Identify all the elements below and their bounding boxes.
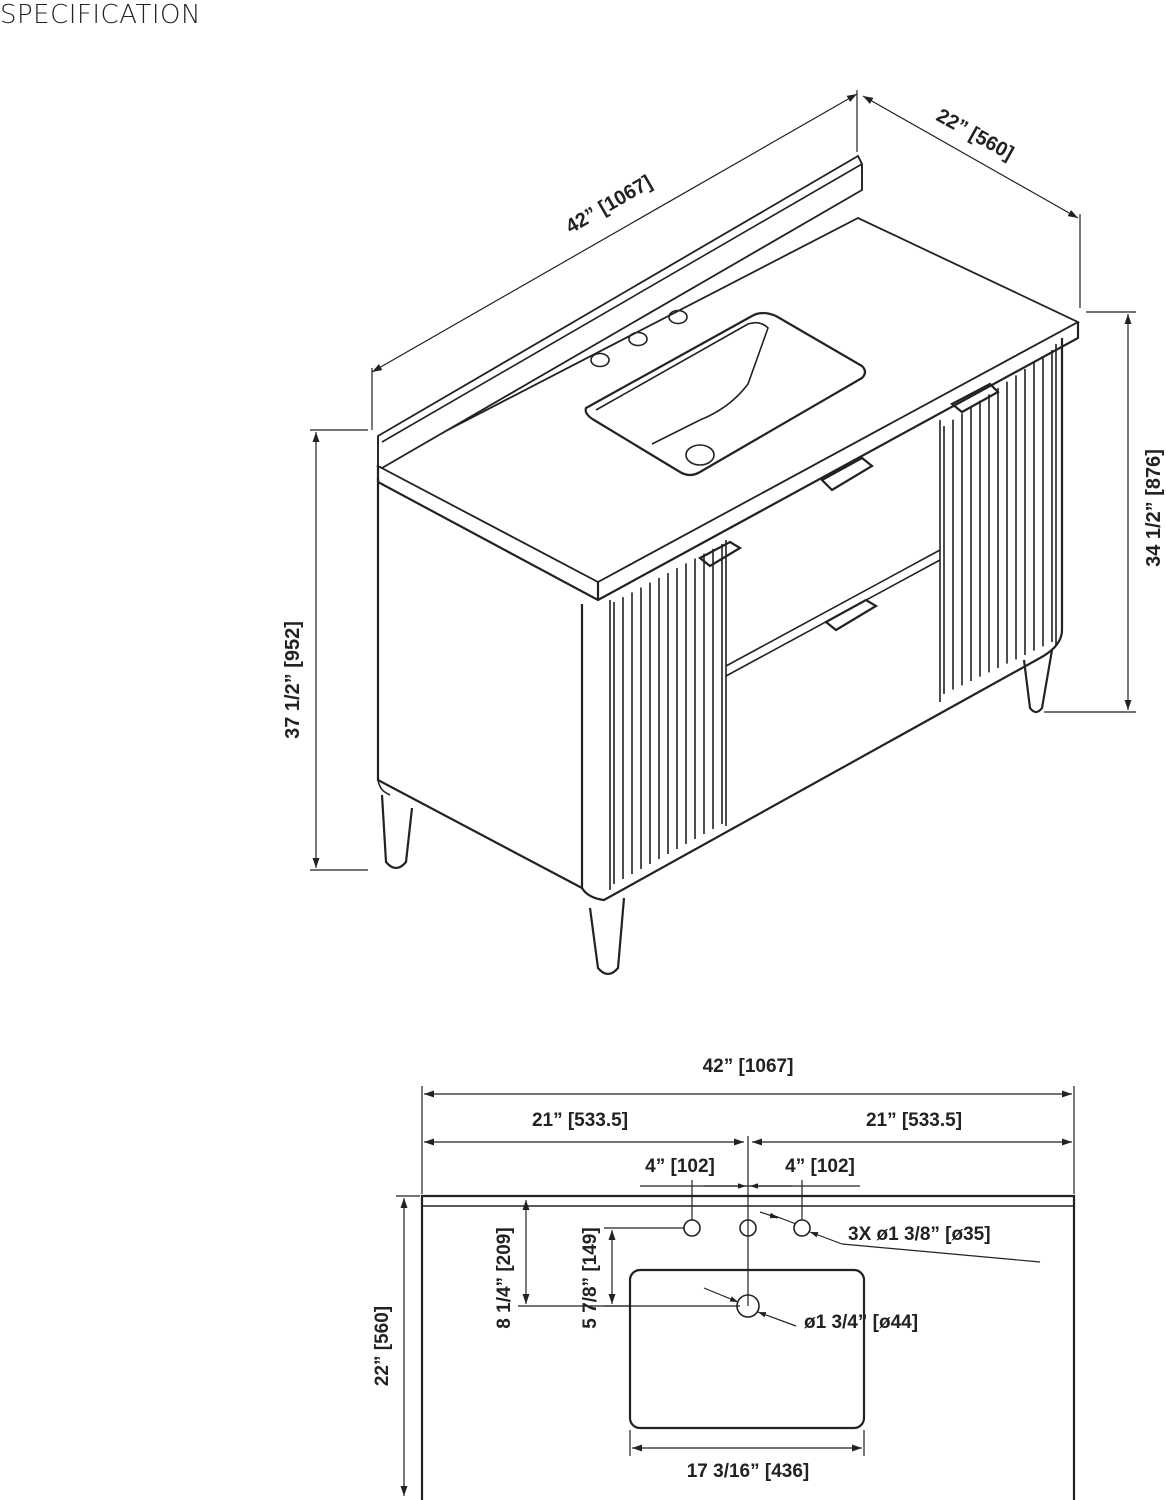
isometric-view: 42” [1067] 22” [560] 37 1/2” [952] 34 1/… <box>282 90 1165 976</box>
hole-right-spacing-label: 4” [102] <box>785 1156 855 1177</box>
width-dimension-label: 42” [1067] <box>562 171 656 238</box>
top-view-bowl: ø1 3/4” [ø44] <box>628 1268 918 1430</box>
cabinet-front <box>580 338 1064 902</box>
counter-height-label: 34 1/2” [876] <box>1143 449 1165 567</box>
overall-width-dimension: 42” [1067] <box>421 1056 1075 1194</box>
bowl-width-label: 17 3/16” [436] <box>687 1461 810 1482</box>
overall-width-label: 42” [1067] <box>703 1056 794 1077</box>
counter-height-dimension: 34 1/2” [876] <box>1044 311 1165 713</box>
half-left-label: 21” [533.5] <box>532 1110 628 1131</box>
fluted-door-left <box>613 544 723 884</box>
depth-dimension-label: 22” [560] <box>933 105 1018 165</box>
hole-spacing-dimensions: 4” [102] 4” [102] <box>640 1156 860 1220</box>
drain-offset-label: 8 1/4” [209] <box>494 1227 515 1328</box>
faucet-holes-label: 3X ø1 3/8” [ø35] <box>848 1224 991 1245</box>
half-right-label: 21” [533.5] <box>866 1110 962 1131</box>
bowl-width-dimension: 17 3/16” [436] <box>629 1430 865 1482</box>
front-center-leg <box>588 897 626 976</box>
top-view-depth-dimension: 22” [560] <box>372 1195 420 1496</box>
hole-left-spacing-label: 4” [102] <box>645 1156 715 1177</box>
bowl-offset-label: 5 7/8” [149] <box>580 1227 601 1328</box>
drain-offset-dimension: 8 1/4” [209] <box>494 1200 740 1329</box>
bowl-offset-dimension: 5 7/8” [149] <box>580 1227 684 1329</box>
back-right-leg <box>1022 649 1054 714</box>
total-height-label: 37 1/2” [952] <box>282 621 304 739</box>
top-view-depth-label: 22” [560] <box>372 1306 393 1386</box>
top-view: 42” [1067] 21” [533.5] 21” [533.5] 4” [1… <box>372 1056 1076 1500</box>
page-title: SPECIFICATION <box>0 0 201 30</box>
drain-label: ø1 3/4” [ø44] <box>804 1312 918 1333</box>
front-left-leg <box>380 794 414 870</box>
half-width-dimensions: 21” [533.5] 21” [533.5] <box>424 1110 1072 1146</box>
fluted-door-right <box>943 350 1053 694</box>
top-view-faucet-holes: 3X ø1 3/8” [ø35] <box>683 1211 1041 1263</box>
cabinet-side-panel <box>376 478 583 889</box>
total-height-dimension: 37 1/2” [952] <box>282 429 368 871</box>
